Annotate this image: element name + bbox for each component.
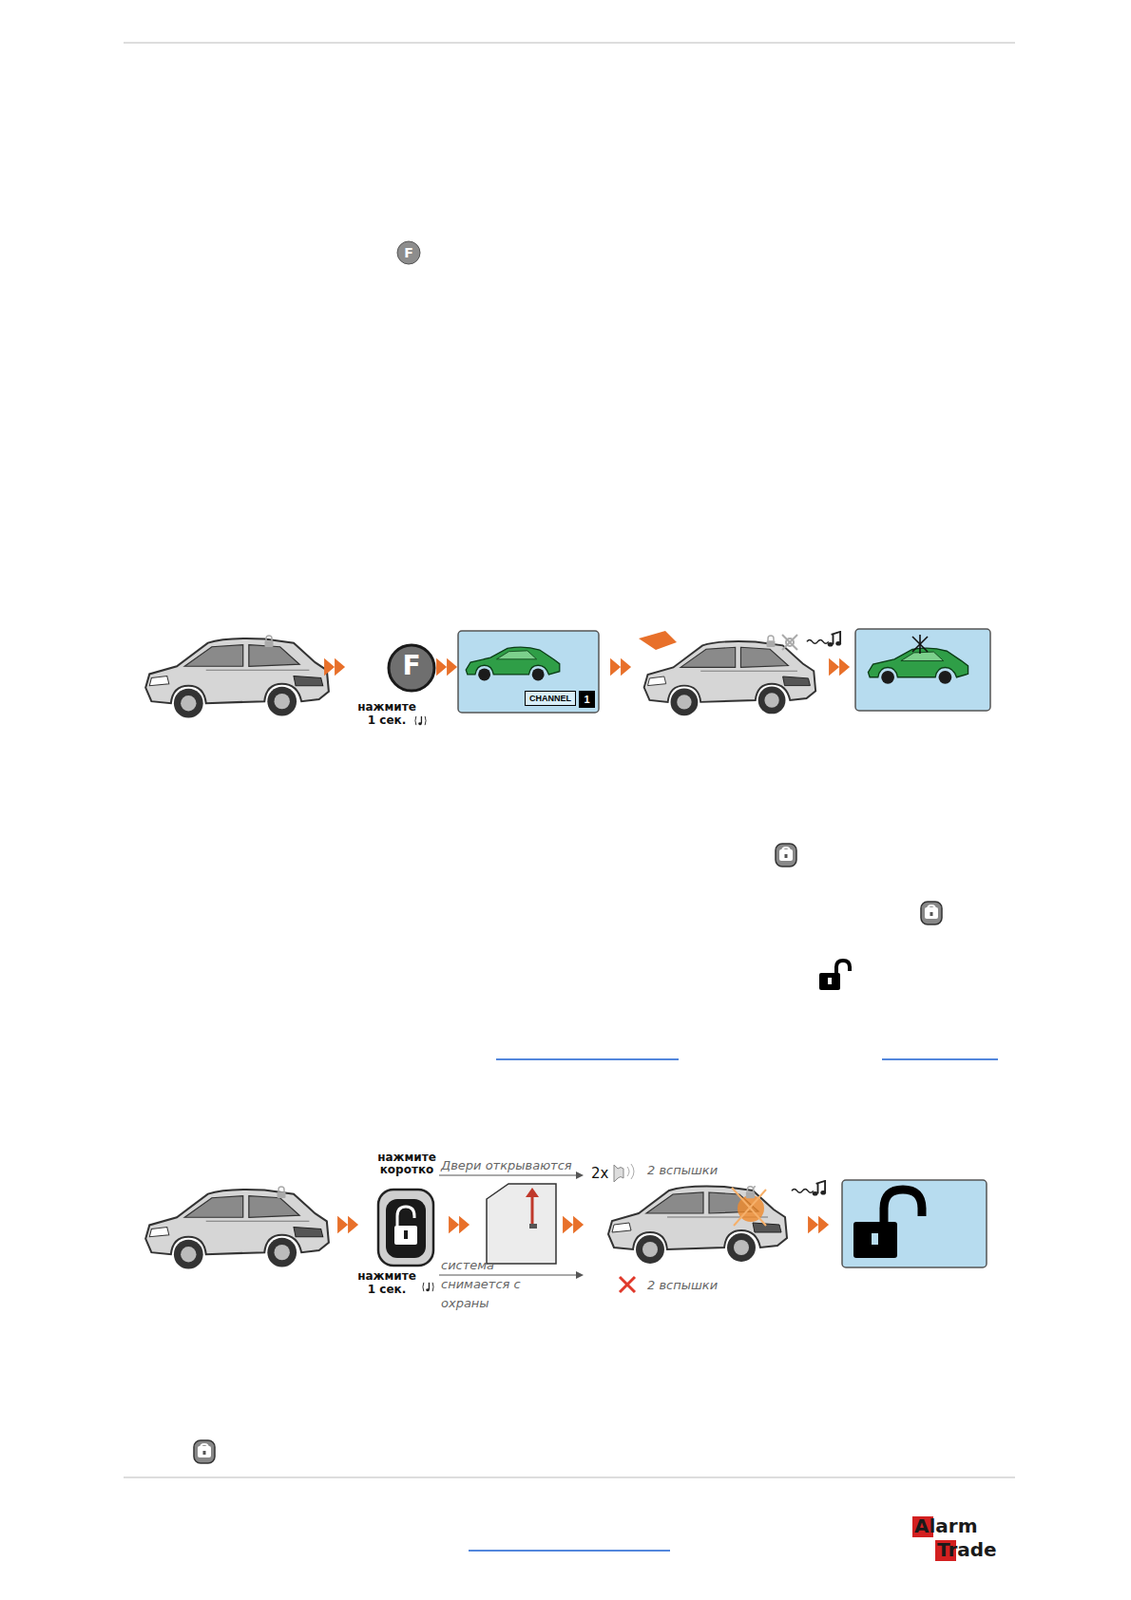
unlock-button-icon xyxy=(193,1440,215,1464)
link-underlines xyxy=(468,1059,998,1552)
logo-word: Trade xyxy=(937,1538,997,1562)
channel-box: CHANNEL xyxy=(524,690,576,707)
count-text: 2x xyxy=(591,1165,609,1183)
channel-number: 1 xyxy=(578,690,595,709)
arrow-caption: Двери открываются xyxy=(440,1158,573,1173)
node-text: 1 xyxy=(583,693,590,706)
instruction-text: нажмите 1 сек. xyxy=(357,700,417,728)
instruction-text: нажмите 1 сек. xyxy=(357,1269,417,1297)
row1-illustration xyxy=(145,629,991,726)
logo-word: Alarm xyxy=(914,1514,978,1538)
flash-count: 2 вспышки xyxy=(647,1278,718,1293)
button-letter: F xyxy=(397,245,421,261)
unlock-button-icon xyxy=(775,843,797,867)
button-letter: F xyxy=(388,650,435,682)
unlock-button-icon xyxy=(920,901,942,925)
f-button-icon xyxy=(397,241,421,265)
arrow-caption: система снимается с охраны xyxy=(440,1256,561,1314)
row2-illustration xyxy=(145,1164,987,1293)
open-lock-icon xyxy=(819,960,850,991)
flash-count: 2 вспышки xyxy=(647,1163,718,1178)
rule-lines xyxy=(123,42,1016,1478)
instruction-text: нажмите коротко xyxy=(373,1151,441,1177)
node-text: CHANNEL xyxy=(529,693,572,704)
